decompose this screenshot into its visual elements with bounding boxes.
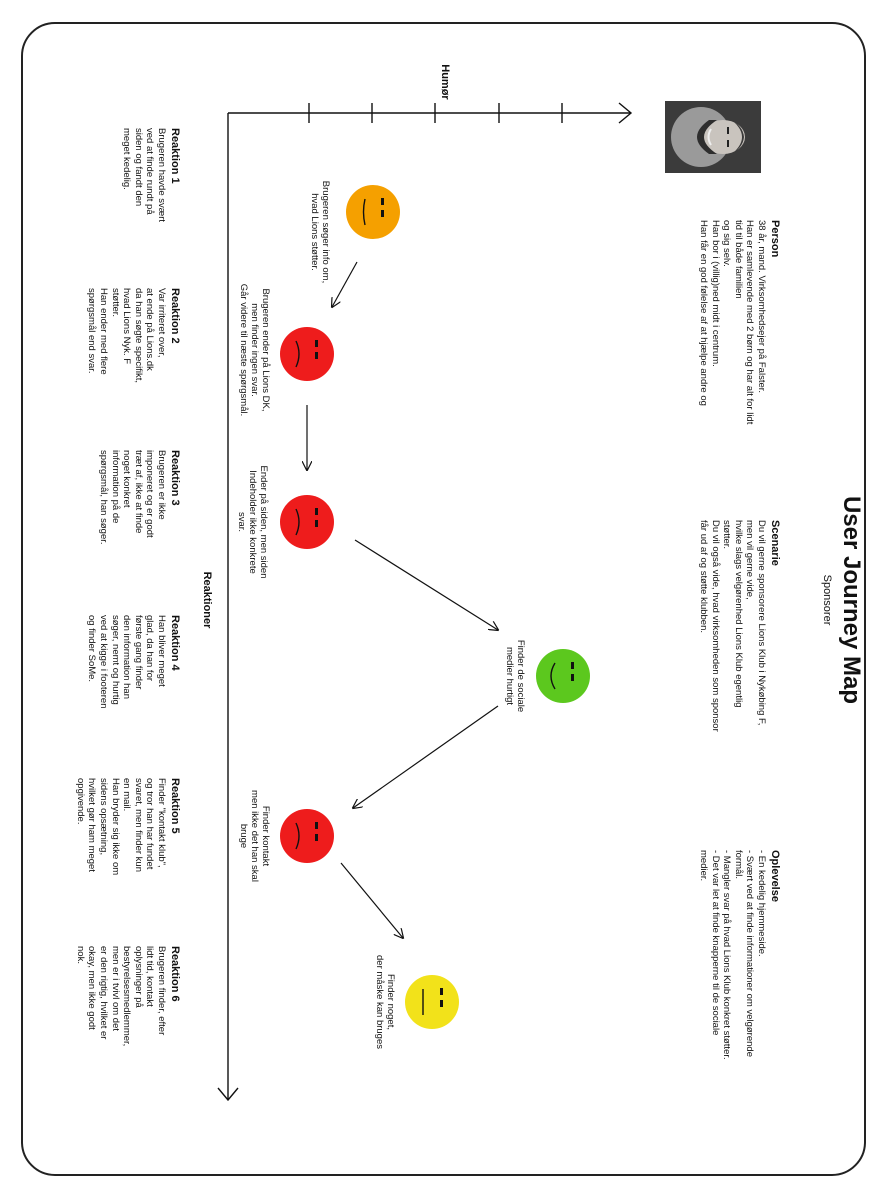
reaction-3-text: Brugeren er ikke imponeret og er godt tr…: [98, 450, 167, 545]
face-icon-2: [280, 327, 334, 381]
face-1-circle: [346, 185, 400, 239]
face-2-circle: [280, 327, 334, 381]
reaction-4-heading: Reaktion 4: [169, 615, 181, 671]
step-5-caption: Finder kontakt men ikke det han skal bru…: [237, 790, 271, 882]
person-photo: [665, 101, 761, 173]
person-photo-image: [665, 101, 761, 173]
reaction-6-text: Brugeren finder, efter lidt tid, kontakt…: [74, 946, 167, 1047]
step-4-caption: Finder de sociale medier hurtigt: [503, 639, 526, 713]
journey-arrow-5: [340, 862, 403, 938]
page-frame: [21, 22, 866, 1176]
reaction-4-text: Han bliver meget glad, da han for første…: [86, 615, 167, 709]
face-icon-3: [280, 495, 334, 549]
reaction-1-heading: Reaktion 1: [169, 128, 181, 184]
step-1-caption: Brugeren søger info om, hvad Lions støtt…: [308, 180, 331, 284]
reaction-axis-arrowhead: [217, 1087, 239, 1102]
face-icon-4: [536, 649, 590, 703]
face-5-circle: [280, 809, 334, 863]
face-6-circle: [405, 975, 459, 1029]
reaction-6-heading: Reaktion 6: [169, 946, 181, 1002]
reaction-3-heading: Reaktion 3: [169, 450, 181, 506]
step-3-caption: Ender på siden, men siden Indeholder ikk…: [235, 465, 269, 579]
face-3-circle: [280, 495, 334, 549]
mood-axis-label: Humør: [439, 64, 451, 100]
journey-arrow-1: [332, 261, 358, 307]
reaction-axis-label: Reaktioner: [201, 571, 213, 629]
reaction-5-heading: Reaktion 5: [169, 778, 181, 834]
face-icon-1: [346, 185, 400, 239]
step-6-caption: Finder noget, der måske kan bruges: [373, 955, 396, 1049]
reaction-5-text: Finder "kontakt klub", og tror han har f…: [74, 778, 167, 876]
mood-axis-arrowhead: [618, 102, 633, 124]
journey-arrow-4: [353, 705, 499, 808]
journey-arrow-3: [354, 539, 498, 630]
face-icon-6: [405, 975, 459, 1029]
reaction-2-text: Var irriteret over, at ende på Lions.dk …: [86, 288, 167, 384]
reaction-2-heading: Reaktion 2: [169, 288, 181, 344]
face-icon-5: [280, 809, 334, 863]
face-4-circle: [536, 649, 590, 703]
step-2-caption: Brugeren ender på Lions DK, men finder i…: [237, 283, 271, 417]
reaction-1-text: Brugeren havde svært ved at finde rundt …: [121, 128, 167, 222]
